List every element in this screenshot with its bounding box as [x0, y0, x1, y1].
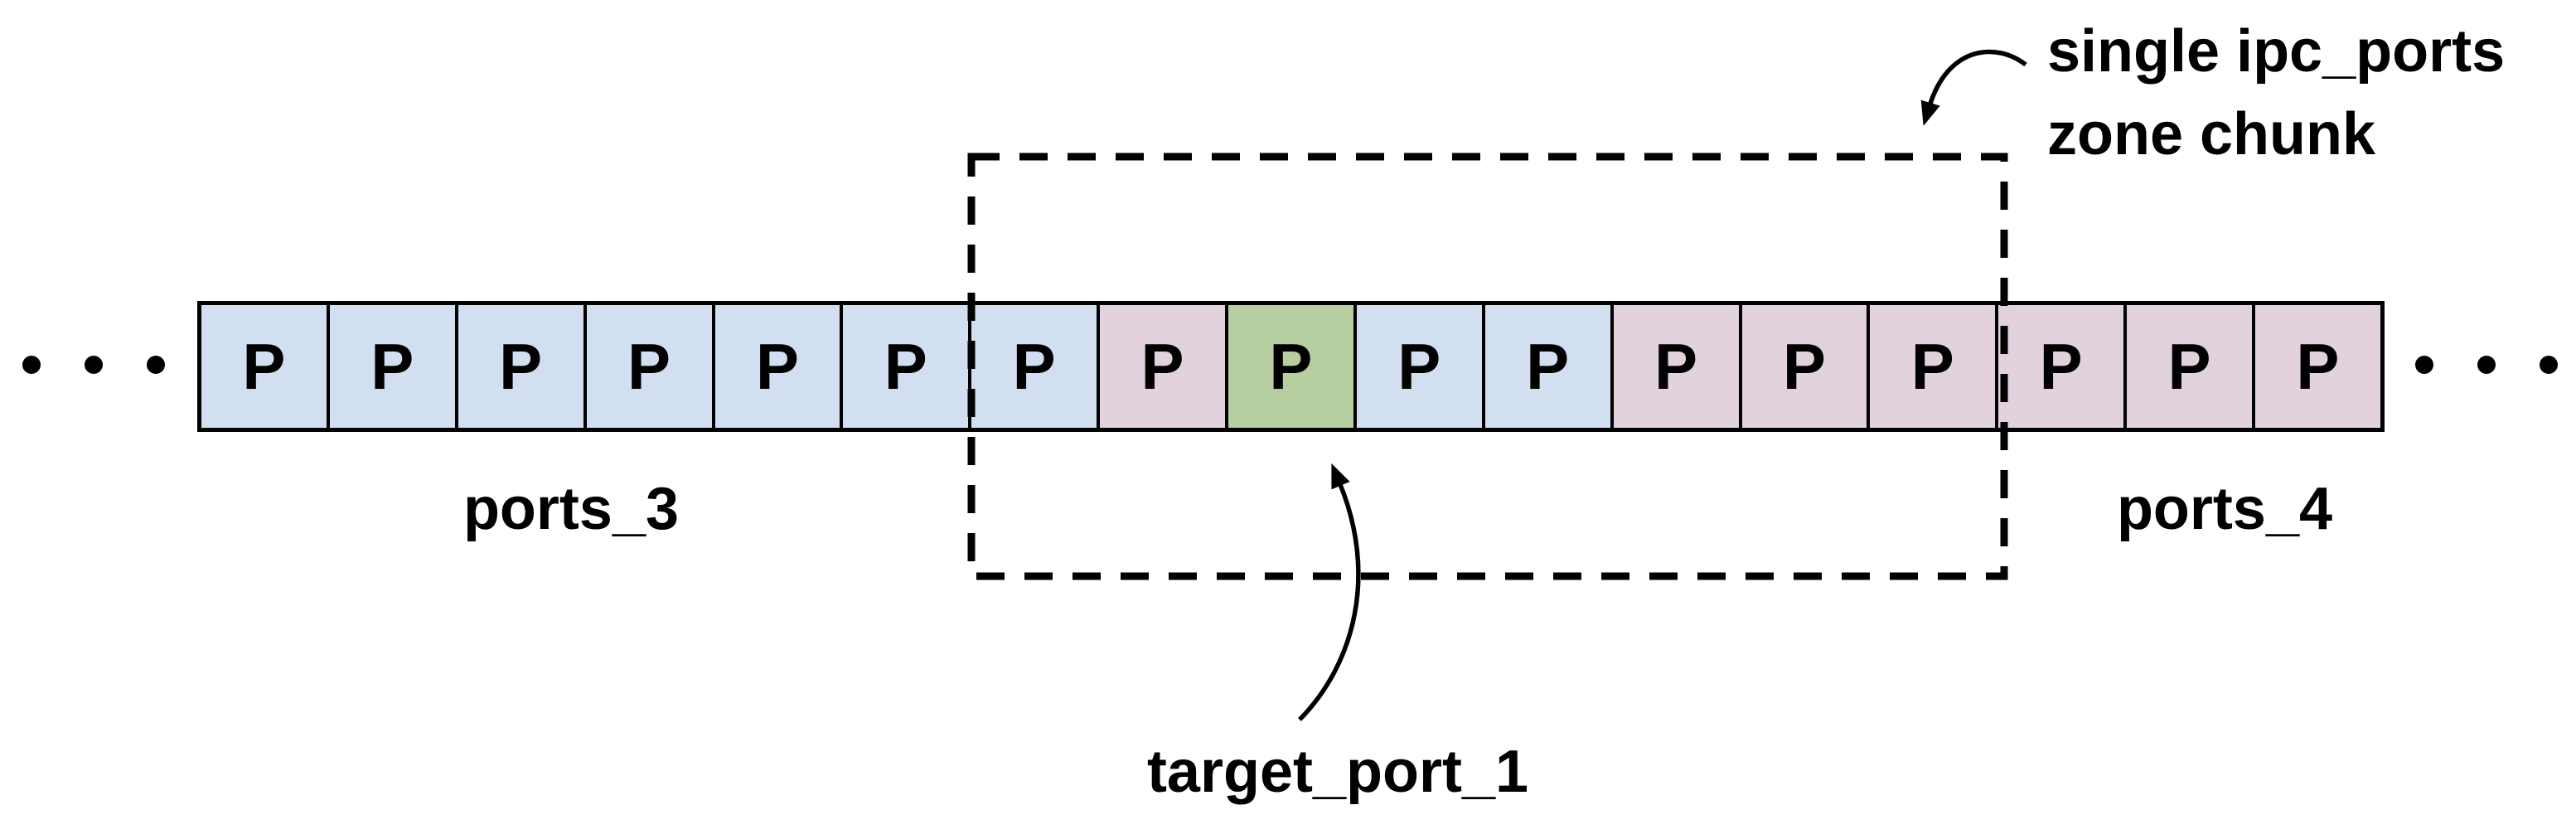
ports3-label: ports_3	[462, 476, 680, 542]
ellipsis-dot	[2477, 356, 2496, 374]
left-ellipsis-icon	[22, 356, 165, 374]
port-cell-blue: P	[1481, 305, 1610, 428]
chunk-annotation-arrow	[1920, 49, 2027, 126]
ellipsis-dot	[85, 356, 103, 374]
chunk-annotation-line2: zone chunk	[2047, 101, 2376, 167]
port-cell-green: P	[1225, 305, 1353, 428]
port-cell-pink: P	[1995, 305, 2124, 428]
ellipsis-dot	[147, 356, 165, 374]
port-cell-pink: P	[2252, 305, 2380, 428]
port-cell-pink: P	[1867, 305, 1996, 428]
port-cell-blue: P	[840, 305, 969, 428]
port-cell-pink: P	[1738, 305, 1867, 428]
port-cell-pink: P	[1097, 305, 1225, 428]
chunk-annotation-line1: single ipc_ports	[2047, 18, 2506, 85]
target-port-arrow	[1298, 463, 1361, 721]
port-cell-blue: P	[201, 305, 327, 428]
right-ellipsis-icon	[2415, 356, 2558, 374]
port-cell-blue: P	[326, 305, 455, 428]
chunk-annotation-label: single ipc_ports zone chunk	[2047, 10, 2505, 176]
port-cell-blue: P	[711, 305, 840, 428]
port-cell-pink: P	[1610, 305, 1739, 428]
ellipsis-dot	[22, 356, 41, 374]
port-cell-pink: P	[2123, 305, 2252, 428]
ellipsis-dot	[2415, 356, 2433, 374]
port-cell-blue: P	[968, 305, 1097, 428]
port-cell-blue: P	[583, 305, 712, 428]
ports4-label: ports_4	[2116, 476, 2333, 542]
target-port-label: target_port_1	[1146, 739, 1529, 805]
port-cell-blue: P	[454, 305, 583, 428]
ellipsis-dot	[2540, 356, 2558, 374]
port-cell-blue: P	[1353, 305, 1482, 428]
